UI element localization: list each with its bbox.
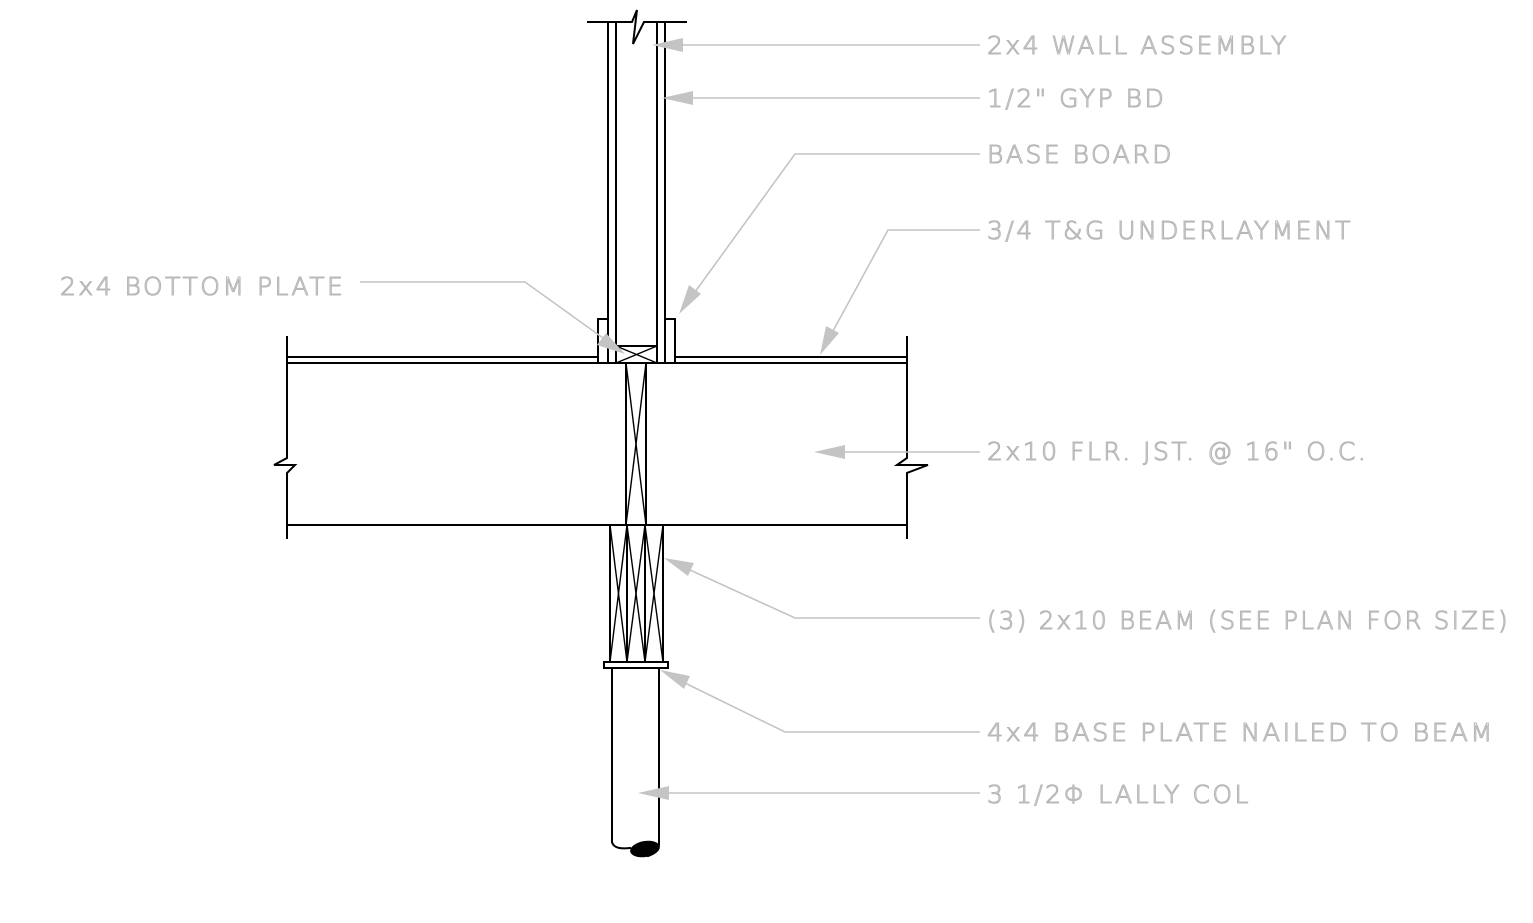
label-floor-joist: 2x10 FLR. JST. @ 16" O.C. xyxy=(987,437,1368,466)
floor-assembly xyxy=(273,336,929,539)
bottom-plate xyxy=(615,345,658,364)
right-break-line xyxy=(893,336,929,539)
wall-assembly xyxy=(587,9,687,347)
leader-base-plate xyxy=(660,670,980,733)
leader-bottom-plate xyxy=(360,281,625,354)
leader-underlayment xyxy=(820,229,980,355)
label-beam: (3) 2x10 BEAM (SEE PLAN FOR SIZE) xyxy=(987,606,1510,635)
leader-wall-assembly xyxy=(652,38,980,52)
leader-floor-joist xyxy=(814,445,980,459)
label-base-board: BASE BOARD xyxy=(987,140,1174,169)
leader-lally-col xyxy=(638,786,980,800)
label-lally-col: 3 1/2Φ LALLY COL xyxy=(987,780,1251,809)
label-bottom-plate: 2x4 BOTTOM PLATE xyxy=(60,272,345,301)
column-break-symbol xyxy=(630,840,660,858)
label-wall-assembly: 2x4 WALL ASSEMBLY xyxy=(987,31,1289,60)
label-gyp-bd: 1/2" GYP BD xyxy=(987,84,1166,113)
base-plate xyxy=(603,661,669,669)
beam xyxy=(609,524,664,663)
label-underlayment: 3/4 T&G UNDERLAYMENT xyxy=(987,216,1353,245)
leader-beam xyxy=(664,558,980,619)
leader-gyp-bd xyxy=(662,91,980,105)
wall-break-line xyxy=(587,9,687,45)
lally-column xyxy=(610,667,661,858)
left-break-line xyxy=(273,336,298,539)
label-base-plate: 4x4 BASE PLATE NAILED TO BEAM xyxy=(987,718,1495,747)
leader-base-board xyxy=(679,153,980,314)
